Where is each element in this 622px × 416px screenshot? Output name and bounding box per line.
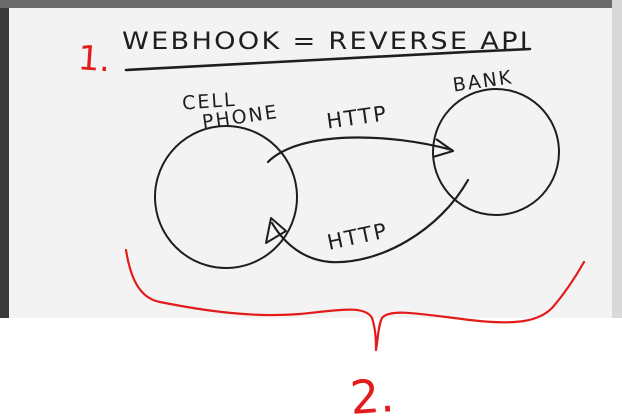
request-arrow-line [266, 136, 454, 164]
title-underline [124, 47, 532, 72]
annotation-brace [124, 248, 586, 352]
server-node-circle [432, 88, 560, 216]
board-title: WEBHOOK = REVERSE API [122, 27, 530, 55]
board-frame-top [0, 0, 622, 8]
callback-arrow-head [265, 217, 287, 244]
whiteboard-surface [0, 0, 622, 318]
client-node-circle [154, 125, 298, 269]
whiteboard-photo [0, 0, 622, 318]
callback-arrow-line [270, 178, 470, 264]
step-two-label: 2. [348, 368, 396, 416]
board-frame-right-shade [612, 0, 622, 318]
board-frame-left [0, 0, 9, 318]
request-arrow-head [432, 138, 455, 159]
client-label-line1: CELL [181, 89, 237, 115]
step-one-label: 1. [77, 38, 112, 80]
